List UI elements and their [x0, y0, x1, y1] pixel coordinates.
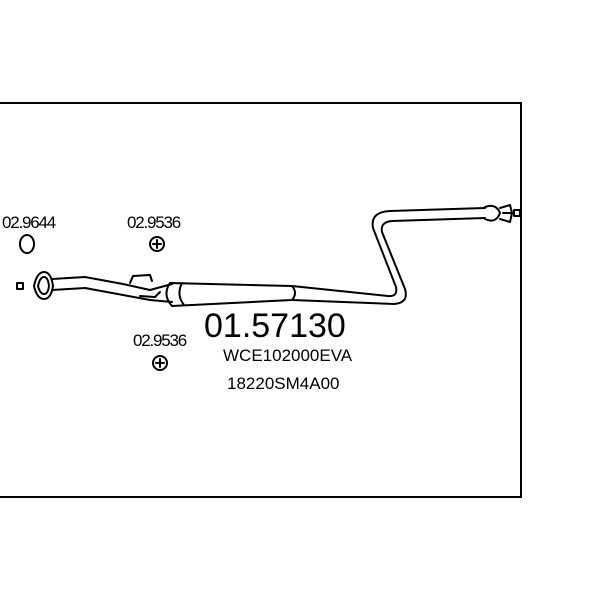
rear-pipe-top [291, 207, 486, 298]
reference-number-2: 18220SM4A00 [227, 374, 340, 393]
front-pipe-top [51, 276, 173, 291]
part-label-clamp-upper: 02.9536 [127, 213, 181, 232]
end-marker-right [513, 209, 521, 217]
gasket-ring-icon [19, 234, 35, 254]
reference-number-1: WCE102000EVA [223, 346, 353, 365]
hanger-bracket [129, 274, 161, 298]
clamp-icon-upper [149, 236, 165, 252]
drawing-frame [0, 102, 522, 498]
clamp-icon-lower [152, 355, 168, 371]
rear-flange [484, 204, 513, 223]
article-number: 01.57130 [204, 307, 346, 345]
part-label-clamp-lower: 02.9536 [133, 331, 187, 350]
silencer-seam [178, 282, 185, 306]
part-label-gasket: 02.9644 [2, 213, 56, 232]
end-marker-left [16, 282, 24, 290]
front-flange [33, 271, 54, 300]
front-pipe-bottom [51, 287, 173, 303]
rear-pipe-bottom [291, 217, 486, 305]
middle-silencer [165, 282, 296, 307]
